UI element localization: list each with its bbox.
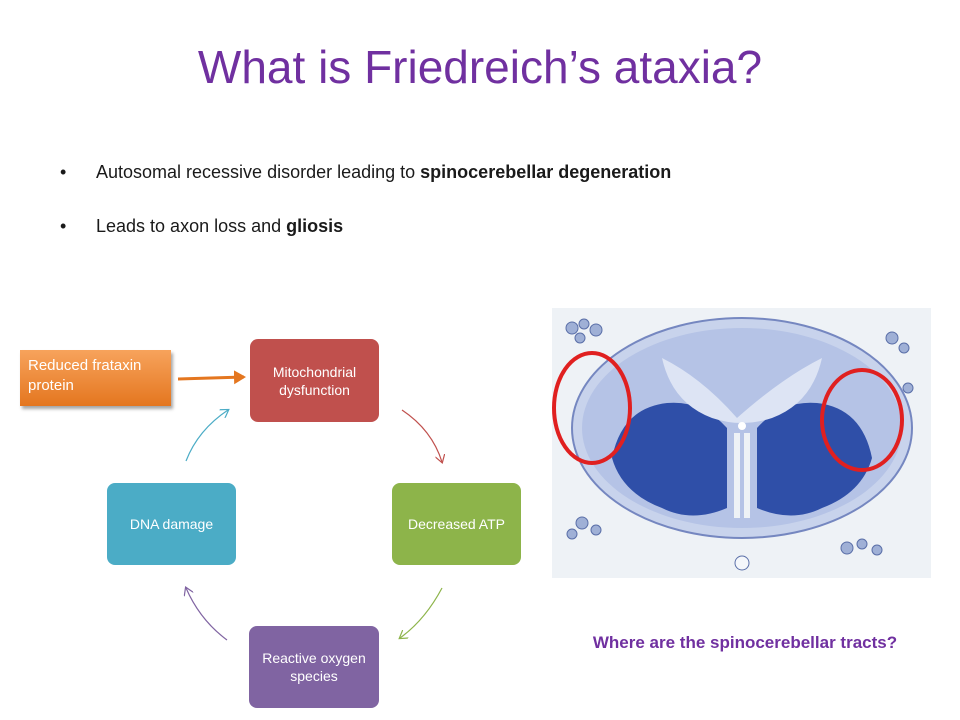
bullet-text: Leads to axon loss and bbox=[96, 216, 287, 236]
left-highlight-circle bbox=[552, 351, 632, 465]
bullet-item: • Leads to axon loss and gliosis bbox=[60, 212, 671, 266]
spinal-cord-section bbox=[571, 317, 913, 539]
node-mitochondrial-dysfunction: Mitochondrial dysfunction bbox=[250, 339, 379, 422]
spinal-cord-micrograph bbox=[552, 308, 931, 578]
arrow-dna-to-mito bbox=[185, 410, 228, 462]
background-nerve-roots bbox=[565, 318, 914, 571]
bullet-list: • Autosomal recessive disorder leading t… bbox=[60, 158, 671, 266]
bullet-dot-icon: • bbox=[60, 162, 67, 182]
arrow-ros-to-dna bbox=[186, 588, 228, 641]
node-dna-damage: DNA damage bbox=[107, 483, 236, 565]
bullet-text: Autosomal recessive disorder leading to bbox=[96, 162, 421, 182]
arrow-atp-to-ros bbox=[400, 587, 443, 638]
bullet-bold-text: gliosis bbox=[286, 216, 344, 236]
right-highlight-circle bbox=[820, 368, 904, 472]
arrow-mito-to-atp bbox=[401, 409, 442, 462]
slide-title: What is Friedreich’s ataxia? bbox=[197, 41, 763, 93]
bullet-bold-text: spinocerebellar degeneration bbox=[420, 162, 672, 182]
node-reactive-oxygen-species: Reactive oxygen species bbox=[249, 626, 379, 708]
bullet-dot-icon: • bbox=[60, 216, 67, 236]
bullet-item: • Autosomal recessive disorder leading t… bbox=[60, 158, 671, 212]
node-decreased-atp: Decreased ATP bbox=[392, 483, 521, 565]
reduced-frataxin-box: Reduced frataxin protein bbox=[20, 350, 171, 406]
arrow-frataxin-to-mito bbox=[177, 370, 246, 385]
figure-question: Where are the spinocerebellar tracts? bbox=[592, 633, 898, 652]
